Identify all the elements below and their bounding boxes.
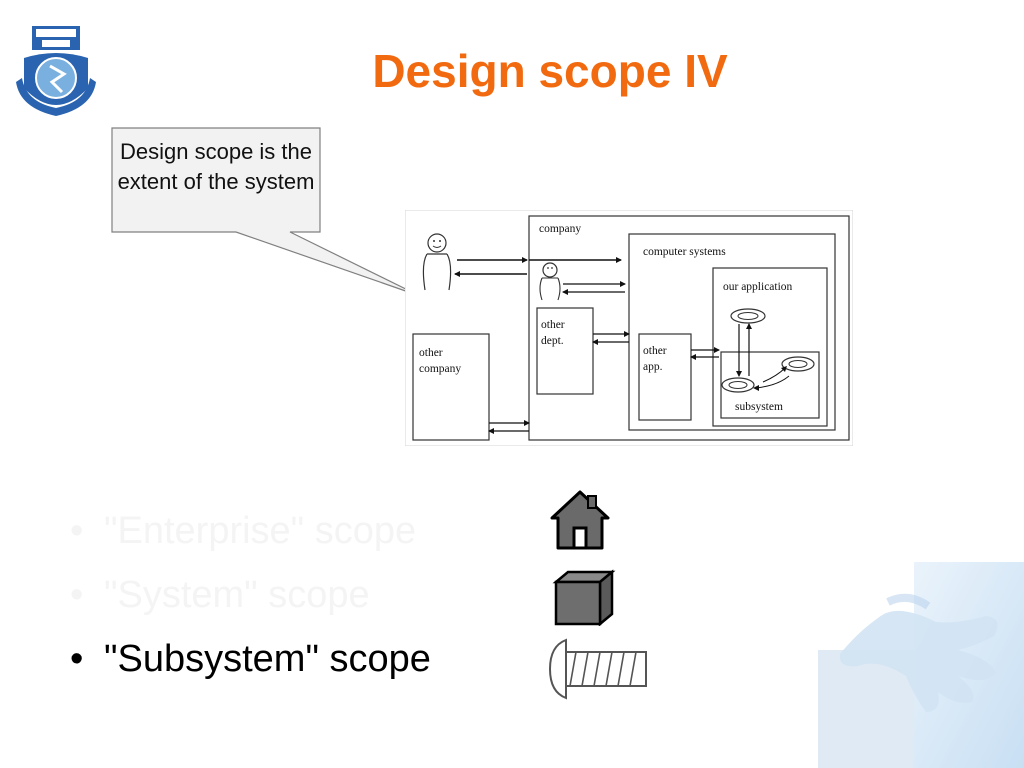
bullet-dot: •	[70, 574, 84, 616]
bullet-text: "System" scope	[104, 574, 370, 616]
bullet-text: "Subsystem" scope	[104, 638, 431, 680]
decorative-hand-image	[818, 562, 1024, 768]
slide-title: Design scope IV	[372, 45, 728, 97]
subsystem-box	[720, 351, 820, 419]
other-company-label-2: company	[419, 363, 461, 375]
other-dept-label-2: dept.	[541, 335, 564, 347]
subsystem-label: subsystem	[735, 401, 783, 413]
other-app-label-1: other	[643, 345, 667, 357]
callout-text: Design scope is the extent of the system	[117, 139, 315, 194]
computer-systems-label: computer systems	[643, 246, 726, 258]
bullet-text: "Enterprise" scope	[104, 510, 417, 552]
screw-icon	[548, 638, 647, 700]
external-actor-icon	[422, 233, 452, 291]
company-label: company	[539, 223, 581, 235]
other-dept-label-1: other	[541, 319, 565, 331]
bullet-dot: •	[70, 638, 84, 680]
bullet-subsystem-scope: • "Subsystem" scope	[70, 638, 431, 681]
internal-actor-icon	[539, 262, 561, 301]
our-application-label: our application	[723, 281, 793, 293]
house-icon	[550, 490, 610, 550]
other-app-box	[638, 333, 692, 421]
other-app-label-2: app.	[643, 361, 663, 373]
other-company-label-1: other	[419, 347, 443, 359]
other-company-box	[412, 333, 490, 441]
bullet-system-scope: • "System" scope	[70, 574, 370, 617]
other-dept-box	[536, 307, 594, 395]
box-icon	[552, 569, 616, 626]
scope-diagram: company computer systems our application…	[405, 210, 853, 446]
bullet-dot: •	[70, 510, 84, 552]
university-logo	[16, 26, 96, 116]
bullet-enterprise-scope: • "Enterprise" scope	[70, 510, 416, 553]
